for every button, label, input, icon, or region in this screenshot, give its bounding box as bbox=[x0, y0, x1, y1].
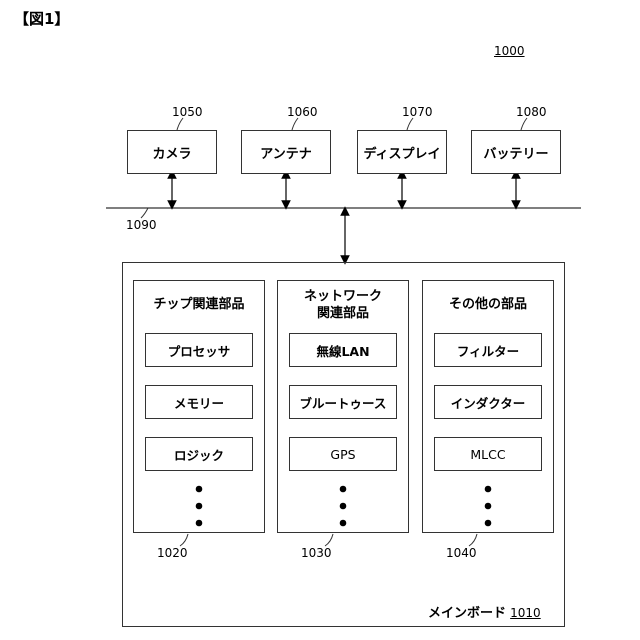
bus-ref-leader bbox=[141, 208, 148, 218]
ref-other-group: 1040 bbox=[446, 546, 477, 560]
network-group-title-line1: ネットワーク bbox=[277, 288, 409, 305]
other-group-title: その他の部品 bbox=[422, 296, 554, 313]
bus-ref: 1090 bbox=[126, 218, 157, 232]
mainboard-ref: 1010 bbox=[510, 606, 541, 620]
processor-box: プロセッサ bbox=[145, 333, 253, 367]
antenna-box: アンテナ bbox=[241, 130, 331, 174]
ref-battery: 1080 bbox=[516, 105, 547, 119]
ref-camera: 1050 bbox=[172, 105, 203, 119]
ref-antenna: 1060 bbox=[287, 105, 318, 119]
ref-chip-group: 1020 bbox=[157, 546, 188, 560]
network-group-title: ネットワーク 関連部品 bbox=[277, 288, 409, 322]
mainboard-label-text: メインボード bbox=[428, 606, 506, 621]
leader-1070 bbox=[407, 118, 413, 130]
memory-box: メモリー bbox=[145, 385, 253, 419]
filter-box: フィルター bbox=[434, 333, 542, 367]
mlcc-box: MLCC bbox=[434, 437, 542, 471]
ref-display: 1070 bbox=[402, 105, 433, 119]
inductor-box: インダクター bbox=[434, 385, 542, 419]
logic-box: ロジック bbox=[145, 437, 253, 471]
network-group-title-line2: 関連部品 bbox=[277, 305, 409, 322]
leader-1080 bbox=[521, 118, 527, 130]
mainboard-label: メインボード 1010 bbox=[428, 602, 541, 621]
ref-network-group: 1030 bbox=[301, 546, 332, 560]
gps-box: GPS bbox=[289, 437, 397, 471]
display-box: ディスプレイ bbox=[357, 130, 447, 174]
chip-group-title: チップ関連部品 bbox=[133, 296, 265, 313]
battery-box: バッテリー bbox=[471, 130, 561, 174]
camera-box: カメラ bbox=[127, 130, 217, 174]
bluetooth-box: ブルートゥース bbox=[289, 385, 397, 419]
wireless-lan-box: 無線LAN bbox=[289, 333, 397, 367]
leader-1060 bbox=[292, 118, 298, 130]
leader-1050 bbox=[177, 118, 183, 130]
